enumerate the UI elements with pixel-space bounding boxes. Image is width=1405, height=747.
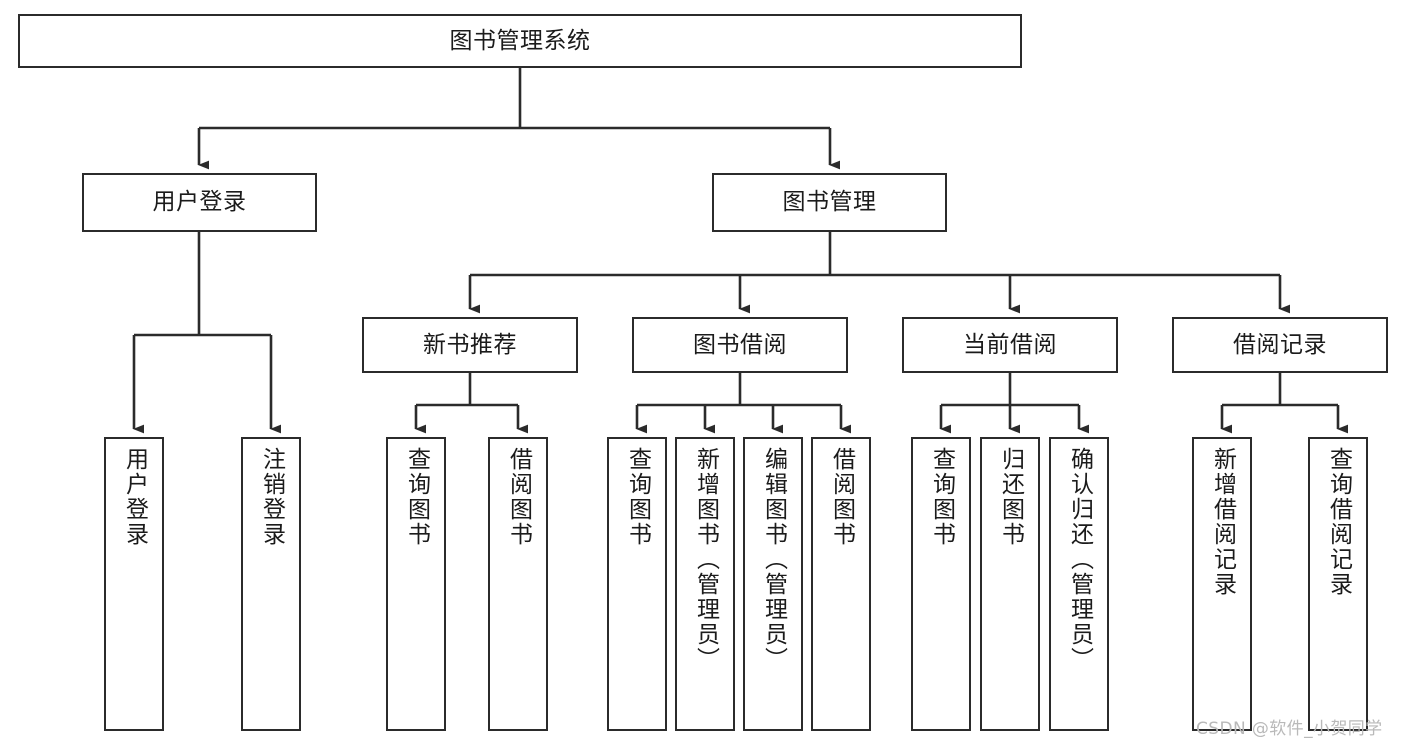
node-user-login-label: 用户登录 (152, 189, 247, 216)
leaf-borrow-book-2[interactable]: 借阅图书 (811, 437, 871, 731)
leaf-add-book-admin-label: 新增图书（管理员） (692, 447, 719, 672)
node-new-book-recommend[interactable]: 新书推荐 (362, 317, 578, 373)
leaf-add-borrow-record-label: 新增借阅记录 (1209, 447, 1236, 597)
csdn-watermark: CSDN @软件_小贺同学 (1196, 719, 1383, 739)
leaf-user-login[interactable]: 用户登录 (104, 437, 164, 731)
node-user-login[interactable]: 用户登录 (82, 173, 317, 232)
node-new-book-recommend-label: 新书推荐 (423, 331, 517, 358)
leaf-logout-login[interactable]: 注销登录 (241, 437, 301, 731)
leaf-return-book[interactable]: 归还图书 (980, 437, 1040, 731)
node-current-borrow-label: 当前借阅 (963, 331, 1057, 358)
leaf-query-book-1-label: 查询图书 (403, 447, 430, 547)
leaf-edit-book-admin[interactable]: 编辑图书（管理员） (743, 437, 803, 731)
leaf-query-book-2[interactable]: 查询图书 (607, 437, 667, 731)
leaf-confirm-return-admin[interactable]: 确认归还（管理员） (1049, 437, 1109, 731)
leaf-add-book-admin[interactable]: 新增图书（管理员） (675, 437, 735, 731)
leaf-edit-book-admin-label: 编辑图书（管理员） (760, 447, 787, 672)
node-book-borrow[interactable]: 图书借阅 (632, 317, 848, 373)
node-borrow-record-label: 借阅记录 (1233, 331, 1327, 358)
leaf-return-book-label: 归还图书 (997, 447, 1024, 547)
leaf-user-login-label: 用户登录 (121, 447, 148, 547)
leaf-confirm-return-admin-label: 确认归还（管理员） (1066, 447, 1093, 672)
leaf-query-book-2-label: 查询图书 (624, 447, 651, 547)
node-current-borrow[interactable]: 当前借阅 (902, 317, 1118, 373)
leaf-query-borrow-record[interactable]: 查询借阅记录 (1308, 437, 1368, 731)
node-root[interactable]: 图书管理系统 (18, 14, 1022, 68)
leaf-borrow-book-1-label: 借阅图书 (505, 447, 532, 547)
leaf-query-book-1[interactable]: 查询图书 (386, 437, 446, 731)
leaf-query-borrow-record-label: 查询借阅记录 (1325, 447, 1352, 597)
leaf-borrow-book-2-label: 借阅图书 (828, 447, 855, 547)
leaf-query-book-3-label: 查询图书 (928, 447, 955, 547)
node-borrow-record[interactable]: 借阅记录 (1172, 317, 1388, 373)
leaf-borrow-book-1[interactable]: 借阅图书 (488, 437, 548, 731)
node-root-label: 图书管理系统 (449, 27, 591, 54)
leaf-add-borrow-record[interactable]: 新增借阅记录 (1192, 437, 1252, 731)
node-book-manage[interactable]: 图书管理 (712, 173, 947, 232)
node-book-borrow-label: 图书借阅 (693, 331, 787, 358)
leaf-query-book-3[interactable]: 查询图书 (911, 437, 971, 731)
leaf-logout-login-label: 注销登录 (258, 447, 285, 547)
node-book-manage-label: 图书管理 (782, 189, 877, 216)
